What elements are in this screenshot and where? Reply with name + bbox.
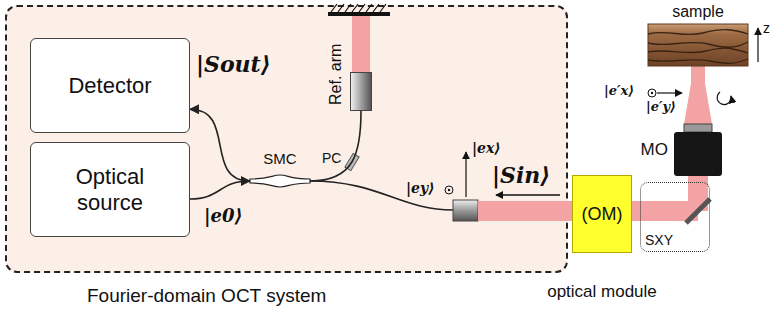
light-beam — [632, 201, 640, 221]
tissue-sample-shape — [648, 24, 748, 66]
reference-collimator: Ref. arm — [350, 72, 372, 111]
part-label: SXY — [645, 232, 673, 248]
out-of-plane-dot — [448, 189, 450, 191]
tissue-sample: sample — [648, 24, 748, 66]
polarization-label: |ey⟩ — [406, 180, 435, 196]
region-title: Fourier-domain OCT system — [87, 285, 326, 307]
polarization-label: |e′y⟩ — [646, 100, 676, 115]
out-of-plane-dot — [651, 92, 653, 94]
out-of-plane-axis — [648, 89, 656, 97]
light-beam — [691, 66, 705, 124]
signal-label: |e0⟩ — [204, 206, 243, 227]
source-box: Optical source — [30, 142, 190, 237]
system-region: Fourier-domain OCT systemDetectorOptical… — [5, 5, 568, 273]
part-label: MO — [641, 140, 668, 160]
fiber-coupler: SMC — [250, 150, 310, 190]
part-label: Ref. arm — [327, 44, 345, 105]
tissue-layers — [648, 30, 748, 64]
objective-lens-shape — [674, 124, 722, 176]
sample-body — [648, 24, 748, 66]
objective-body — [674, 132, 722, 176]
depth-axis — [757, 28, 758, 62]
module-caption: optical module — [547, 282, 657, 302]
signal-label: |Sin⟩ — [492, 163, 550, 188]
rotation-arrow — [717, 92, 731, 105]
scanning-mirror — [686, 199, 710, 223]
detector-box: Detector — [30, 38, 190, 133]
reference-beam — [352, 16, 370, 72]
axis-arrow — [465, 152, 466, 197]
part-label: SMC — [250, 150, 310, 167]
signal-label: |Sout⟩ — [196, 52, 271, 77]
objective-lens: MO — [674, 124, 722, 176]
polarization-label: |ex⟩ — [472, 140, 501, 156]
focused-beam — [684, 66, 712, 124]
box-label: Optical source — [55, 164, 165, 215]
collimator — [453, 200, 478, 221]
polarization-label: |e′x⟩ — [604, 84, 634, 99]
part-label: sample — [648, 3, 748, 21]
optical-module-box: (OM)optical module — [572, 175, 632, 253]
box-label: Detector — [68, 73, 151, 98]
axis-arrow — [657, 92, 682, 93]
reference-mirror — [328, 12, 390, 16]
box-label: (OM) — [582, 204, 623, 225]
part-label: PC — [322, 150, 341, 166]
coupler-shape — [250, 175, 310, 187]
scanner-box: SXY — [640, 182, 710, 252]
direction-arrow — [496, 194, 560, 196]
objective-collar — [684, 124, 712, 132]
axis-label: z — [763, 20, 770, 36]
free-space-beam — [478, 201, 572, 221]
